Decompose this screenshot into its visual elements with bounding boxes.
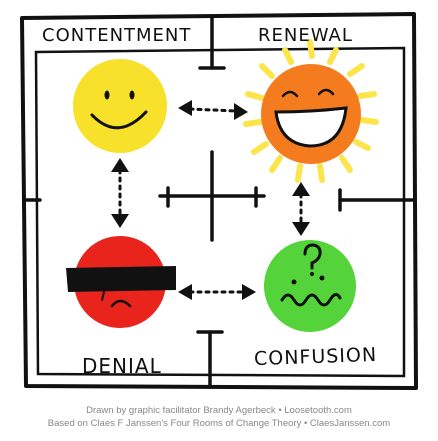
sun-rays <box>243 39 379 183</box>
question-mark-icon <box>303 243 322 270</box>
arrow-contentment-renewal <box>178 100 248 120</box>
confusion-eye-left <box>291 279 297 285</box>
contentment-smile <box>90 110 148 130</box>
renewal-face <box>243 39 379 183</box>
credit-line-artist: Drawn by graphic facilitator Brandy Ager… <box>86 405 352 416</box>
denial-face <box>66 236 176 328</box>
confusion-eye-right <box>319 275 325 281</box>
renewal-eye-left <box>281 90 299 98</box>
confusion-face <box>264 240 356 332</box>
confusion-wavy-mouth <box>280 293 342 307</box>
contentment-eye-right <box>129 90 135 100</box>
room-label-confusion: CONFUSION <box>253 343 378 371</box>
renewal-big-smile <box>274 106 348 148</box>
contentment-face <box>73 59 167 153</box>
room-label-renewal: RENEWAL <box>258 25 353 46</box>
denial-frown <box>110 299 132 308</box>
blindfold <box>66 266 176 292</box>
arrow-denial-confusion <box>178 284 256 300</box>
inner-frame <box>34 46 406 378</box>
arrow-contentment-denial <box>111 158 129 228</box>
outer-frame <box>20 12 418 390</box>
arrow-confusion-renewal <box>292 182 310 236</box>
room-label-denial: DENIAL <box>82 354 162 378</box>
renewal-eye-right <box>317 88 335 96</box>
room-label-contentment: CONTENTMENT <box>42 25 192 46</box>
contentment-eye-left <box>104 90 110 100</box>
credit-line-theory: Based on Claes F Janssen's Four Rooms of… <box>47 418 391 429</box>
room-dividers <box>22 14 416 388</box>
